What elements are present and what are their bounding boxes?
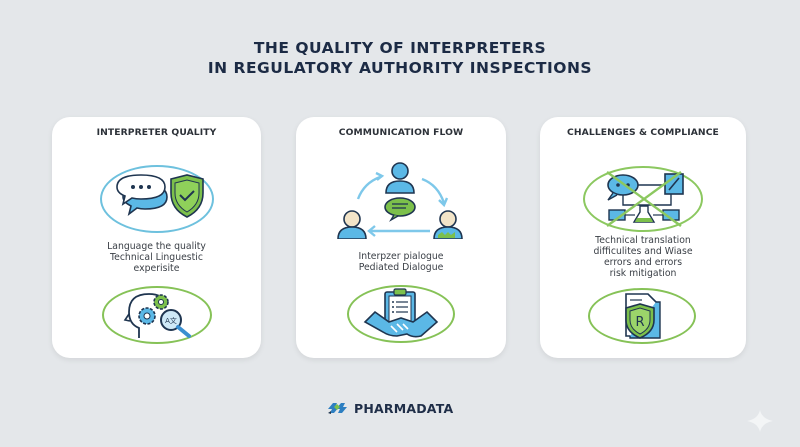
card-description: Technical translation difficulites and W…: [593, 235, 693, 279]
page-title: THE QUALITY OF INTERPRETERS IN REGULATOR…: [0, 38, 800, 78]
sparkle-icon: [747, 410, 773, 432]
brand-name: PHARMADATA: [354, 400, 454, 416]
clipboard-handshake-icon: [347, 285, 455, 343]
card-title: CHALLENGES & COMPLIANCE: [567, 127, 719, 138]
head-gears-magnifier-icon: A文: [102, 286, 212, 344]
card-description: Language the quality Technical Linguesti…: [107, 241, 206, 274]
card-description: Interpzer pialogue Pediated Dialogue: [358, 251, 444, 273]
card-challenges-compliance: CHALLENGES & COMPLIANCE Technical transl…: [540, 117, 746, 358]
speech-bubbles-shield-check-icon: [100, 165, 214, 233]
svg-text:R: R: [635, 315, 644, 330]
crossed-out-translation-flow-icon: [583, 166, 703, 232]
card-title: COMMUNICATION FLOW: [338, 127, 464, 138]
document-shield-r-icon: R: [588, 288, 696, 344]
card-communication-flow: COMMUNICATION FLOW Inte: [296, 117, 506, 358]
card-title: INTERPRETER QUALITY: [96, 127, 217, 138]
svg-text:A文: A文: [165, 316, 177, 325]
title-line-1: THE QUALITY OF INTERPRETERS: [253, 39, 547, 57]
pharmadata-puzzle-logo-icon: [328, 403, 347, 414]
footer-brand: PHARMADATA: [326, 400, 453, 416]
title-line-2: IN REGULATORY AUTHORITY INSPECTIONS: [207, 59, 593, 77]
three-people-cycle-chat-icon: [336, 157, 466, 240]
card-interpreter-quality: INTERPRETER QUALITY Language the quality…: [52, 117, 261, 358]
